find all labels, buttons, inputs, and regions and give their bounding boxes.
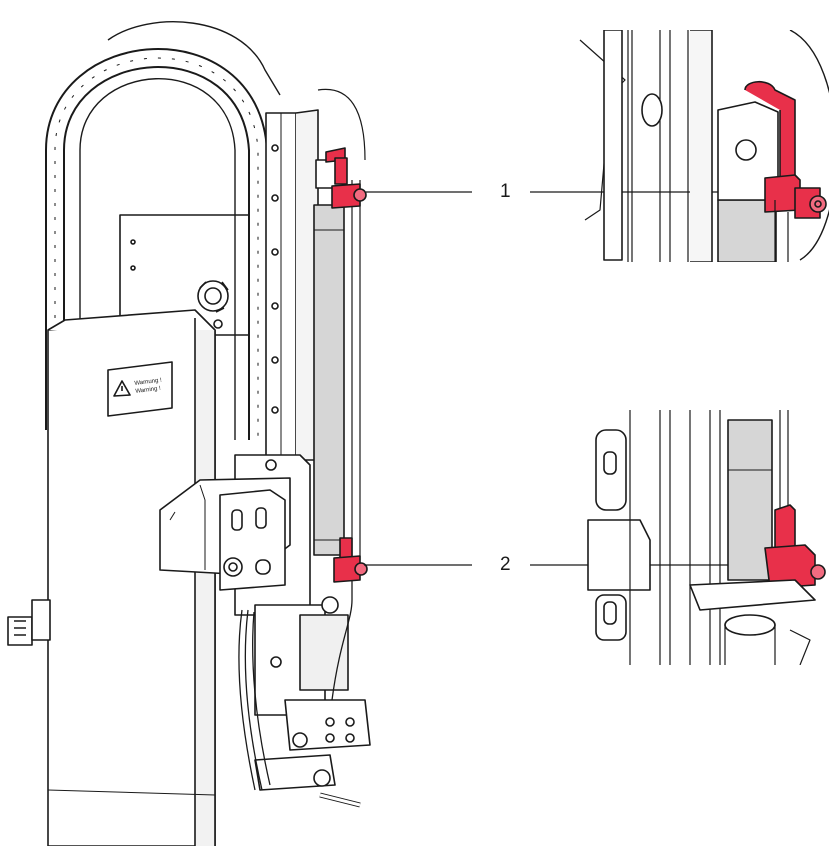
control-cabinet [47, 309, 216, 847]
warning-label-text: Warnung ! Warning ! [134, 377, 163, 396]
side-fitting [7, 599, 51, 646]
lower-actuator [254, 596, 371, 808]
slide-carriage [159, 454, 311, 616]
fitting-1 [325, 147, 367, 209]
warning-label [107, 361, 173, 417]
detail-view-1 [579, 30, 829, 262]
cable-drag-chain [45, 21, 281, 440]
linear-rail [265, 109, 319, 461]
detail-view-2 [587, 410, 826, 665]
callout-1: 1 [500, 181, 511, 202]
fitting-2 [333, 537, 368, 583]
callout-2: 2 [500, 554, 511, 575]
pneumatic-hoses [238, 560, 353, 791]
